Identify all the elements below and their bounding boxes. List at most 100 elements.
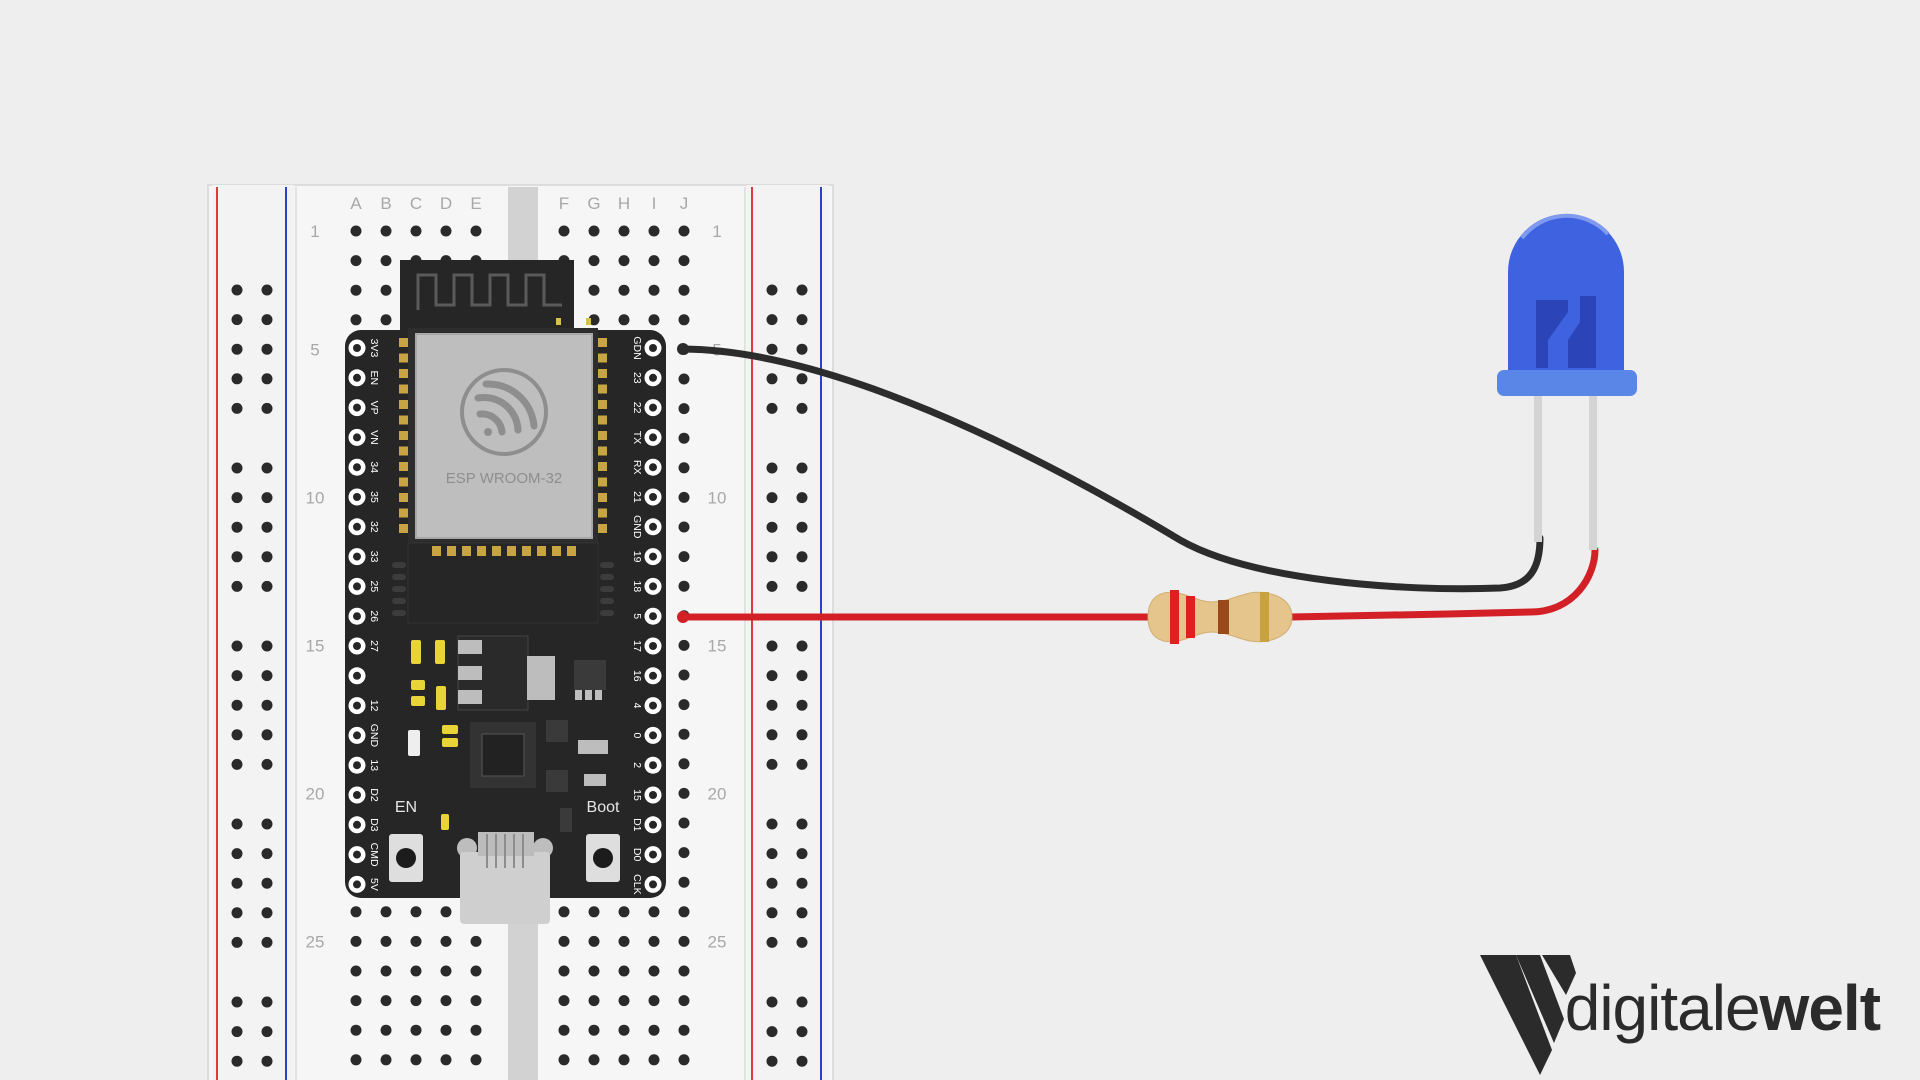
pin-hole <box>353 493 361 501</box>
pin-hole <box>649 701 657 710</box>
breadboard-hole <box>470 995 482 1007</box>
led-anvil <box>1536 300 1568 368</box>
row-label: 25 <box>306 932 325 951</box>
rail-hole <box>796 373 808 385</box>
rail-hole <box>261 492 273 504</box>
rail-hole <box>766 699 778 711</box>
rail-hole <box>766 521 778 533</box>
pin-hole <box>353 403 361 412</box>
rail-hole <box>231 402 243 414</box>
rail-hole <box>261 907 273 919</box>
pin-label: D2 <box>368 788 380 802</box>
breadboard-hole <box>350 284 362 296</box>
rail-hole <box>231 492 243 504</box>
black-wire <box>679 345 1544 593</box>
row-label: 25 <box>708 932 727 951</box>
en-button[interactable] <box>389 834 423 882</box>
logo: digitalewelt <box>1565 976 1881 1040</box>
row-label: 1 <box>712 222 721 241</box>
module-pad <box>598 524 607 533</box>
rail-hole <box>231 996 243 1008</box>
pin-label: 34 <box>368 461 380 473</box>
breadboard-hole <box>678 699 690 711</box>
column-label: G <box>587 194 600 213</box>
breadboard-hole <box>678 373 690 385</box>
smd-pad <box>392 598 406 604</box>
breadboard-hole <box>588 255 600 267</box>
breadboard-hole <box>440 225 452 237</box>
rail-hole <box>231 907 243 919</box>
rail-hole <box>766 996 778 1008</box>
pin-label: VP <box>368 401 380 415</box>
rail-hole <box>766 640 778 652</box>
pin-hole <box>649 403 657 412</box>
rail-hole <box>261 462 273 474</box>
breadboard-hole <box>648 995 660 1007</box>
rail-hole <box>796 343 808 355</box>
antenna-led-2 <box>586 318 591 325</box>
rail-hole <box>766 818 778 830</box>
breadboard-hole <box>470 935 482 947</box>
rail-hole <box>766 1055 778 1067</box>
rail-hole <box>231 521 243 533</box>
rail-hole <box>796 877 808 889</box>
module-pad <box>447 546 456 556</box>
led-post <box>1568 296 1596 368</box>
resistor <box>1147 590 1293 644</box>
pin-hole <box>649 344 657 352</box>
breadboard-hole <box>678 314 690 326</box>
rail-hole <box>261 670 273 682</box>
pin-hole <box>353 731 361 740</box>
column-label: H <box>618 194 630 213</box>
module-pad <box>399 400 408 409</box>
pin-label: D0 <box>631 848 643 862</box>
power-rail-right <box>747 185 829 1080</box>
module-pad <box>598 431 607 440</box>
module-pad <box>399 508 408 518</box>
resistor-band-3 <box>1218 600 1229 634</box>
module-pad <box>522 546 531 556</box>
logo-text: digitalewelt <box>1565 976 1881 1040</box>
breadboard-hole <box>588 906 600 918</box>
pin-hole <box>649 671 657 680</box>
red-wire <box>679 546 1599 621</box>
pin-hole <box>649 612 657 621</box>
breadboard-hole <box>470 965 482 977</box>
rail-hole <box>231 373 243 385</box>
pin-hole <box>649 552 657 561</box>
breadboard-hole <box>678 639 690 651</box>
breadboard-hole <box>678 462 690 474</box>
breadboard-hole <box>618 225 630 237</box>
smd-pad <box>392 586 406 592</box>
breadboard-hole <box>410 965 422 977</box>
breadboard-hole <box>648 906 660 918</box>
rail-hole <box>261 729 273 741</box>
rail-hole <box>261 551 273 563</box>
breadboard-hole <box>618 935 630 947</box>
logo-text-bold: welt <box>1759 972 1881 1044</box>
boot-button[interactable] <box>586 834 620 882</box>
pin-hole <box>353 761 361 770</box>
pin-hole <box>649 373 657 382</box>
breadboard-hole <box>678 403 690 415</box>
breadboard-hole <box>558 935 570 947</box>
breadboard-hole <box>380 906 392 918</box>
pin-hole <box>353 463 361 472</box>
module-pad <box>598 400 607 409</box>
breadboard-hole <box>648 1054 660 1066</box>
breadboard-hole <box>678 432 690 444</box>
breadboard-hole <box>588 1054 600 1066</box>
pin-label: 16 <box>631 670 643 682</box>
breadboard-hole <box>558 1054 570 1066</box>
module-pad <box>399 353 408 363</box>
breadboard-hole <box>618 906 630 918</box>
breadboard-hole <box>588 314 600 326</box>
breadboard-hole <box>380 314 392 326</box>
resistor-band-2 <box>1186 596 1195 638</box>
resistor-band-4 <box>1260 592 1269 642</box>
breadboard-hole <box>350 1024 362 1036</box>
pin-hole <box>353 552 361 561</box>
smd-pad <box>600 586 614 592</box>
row-label: 15 <box>306 636 325 655</box>
